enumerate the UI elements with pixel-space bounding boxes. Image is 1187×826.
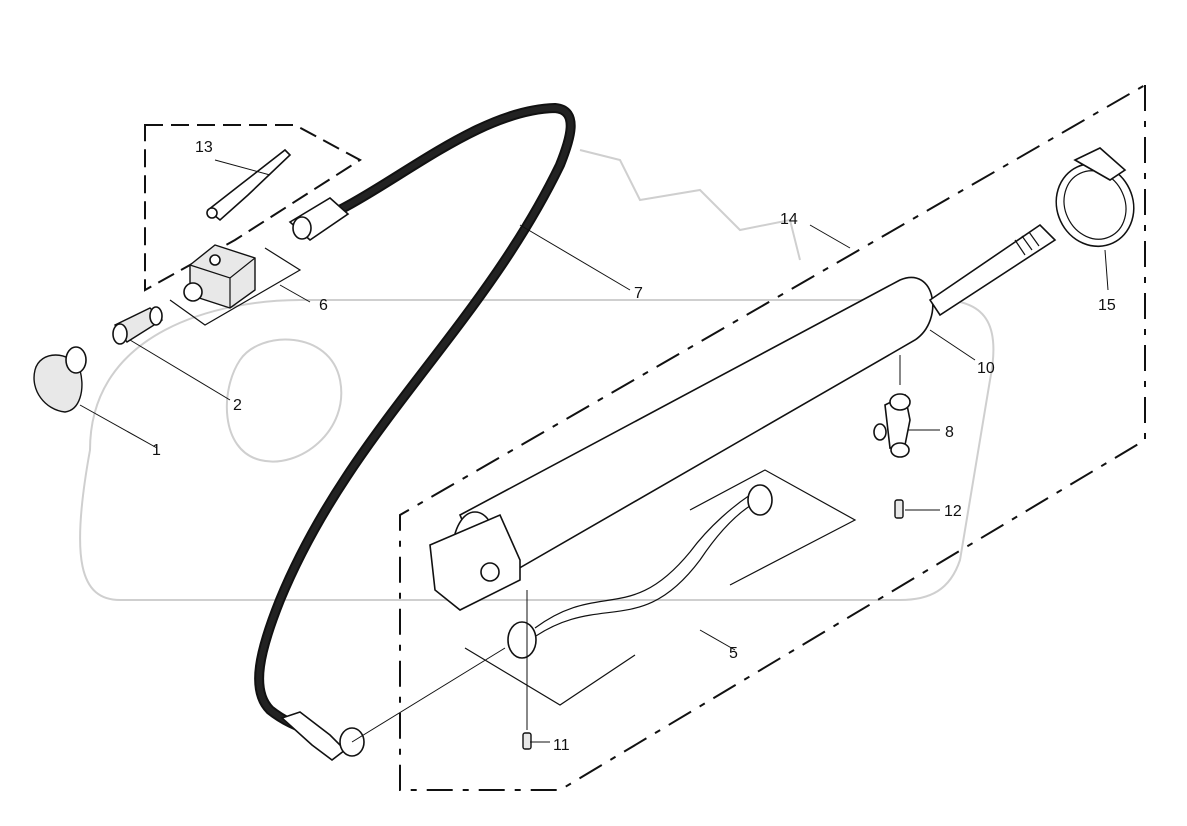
callout-15: 15 [1098,297,1116,314]
kit-boundary-14 [399,83,1146,791]
pipe-5 [464,469,857,706]
hydraulic-hose [254,103,576,762]
leader-lines [79,159,1109,743]
callout-12: 12 [944,503,962,520]
callout-13: 13 [195,139,213,156]
watermark-logo [79,149,995,601]
callout-14: 14 [780,211,798,228]
valve-block-6 [169,244,302,326]
callout-1: 1 [152,442,161,459]
cylinder-10 [429,223,1057,611]
dust-cap-1 [33,346,87,413]
callout-labels: 1 2 5 6 7 8 10 11 12 13 14 15 [152,139,1116,754]
screw-11 [522,732,532,750]
tee-fitting-8 [873,393,911,458]
group-boundary-6-13 [144,124,362,292]
callout-5: 5 [729,645,738,662]
callout-8: 8 [945,424,954,441]
callout-7: 7 [634,285,643,302]
coupling-2 [112,306,164,345]
screw-12 [894,499,904,519]
callout-11: 11 [553,737,570,754]
lever-13 [206,148,292,222]
callout-6: 6 [319,297,328,314]
callout-2: 2 [233,397,242,414]
hose-clamp-15 [1055,147,1135,248]
callout-10: 10 [977,360,995,377]
